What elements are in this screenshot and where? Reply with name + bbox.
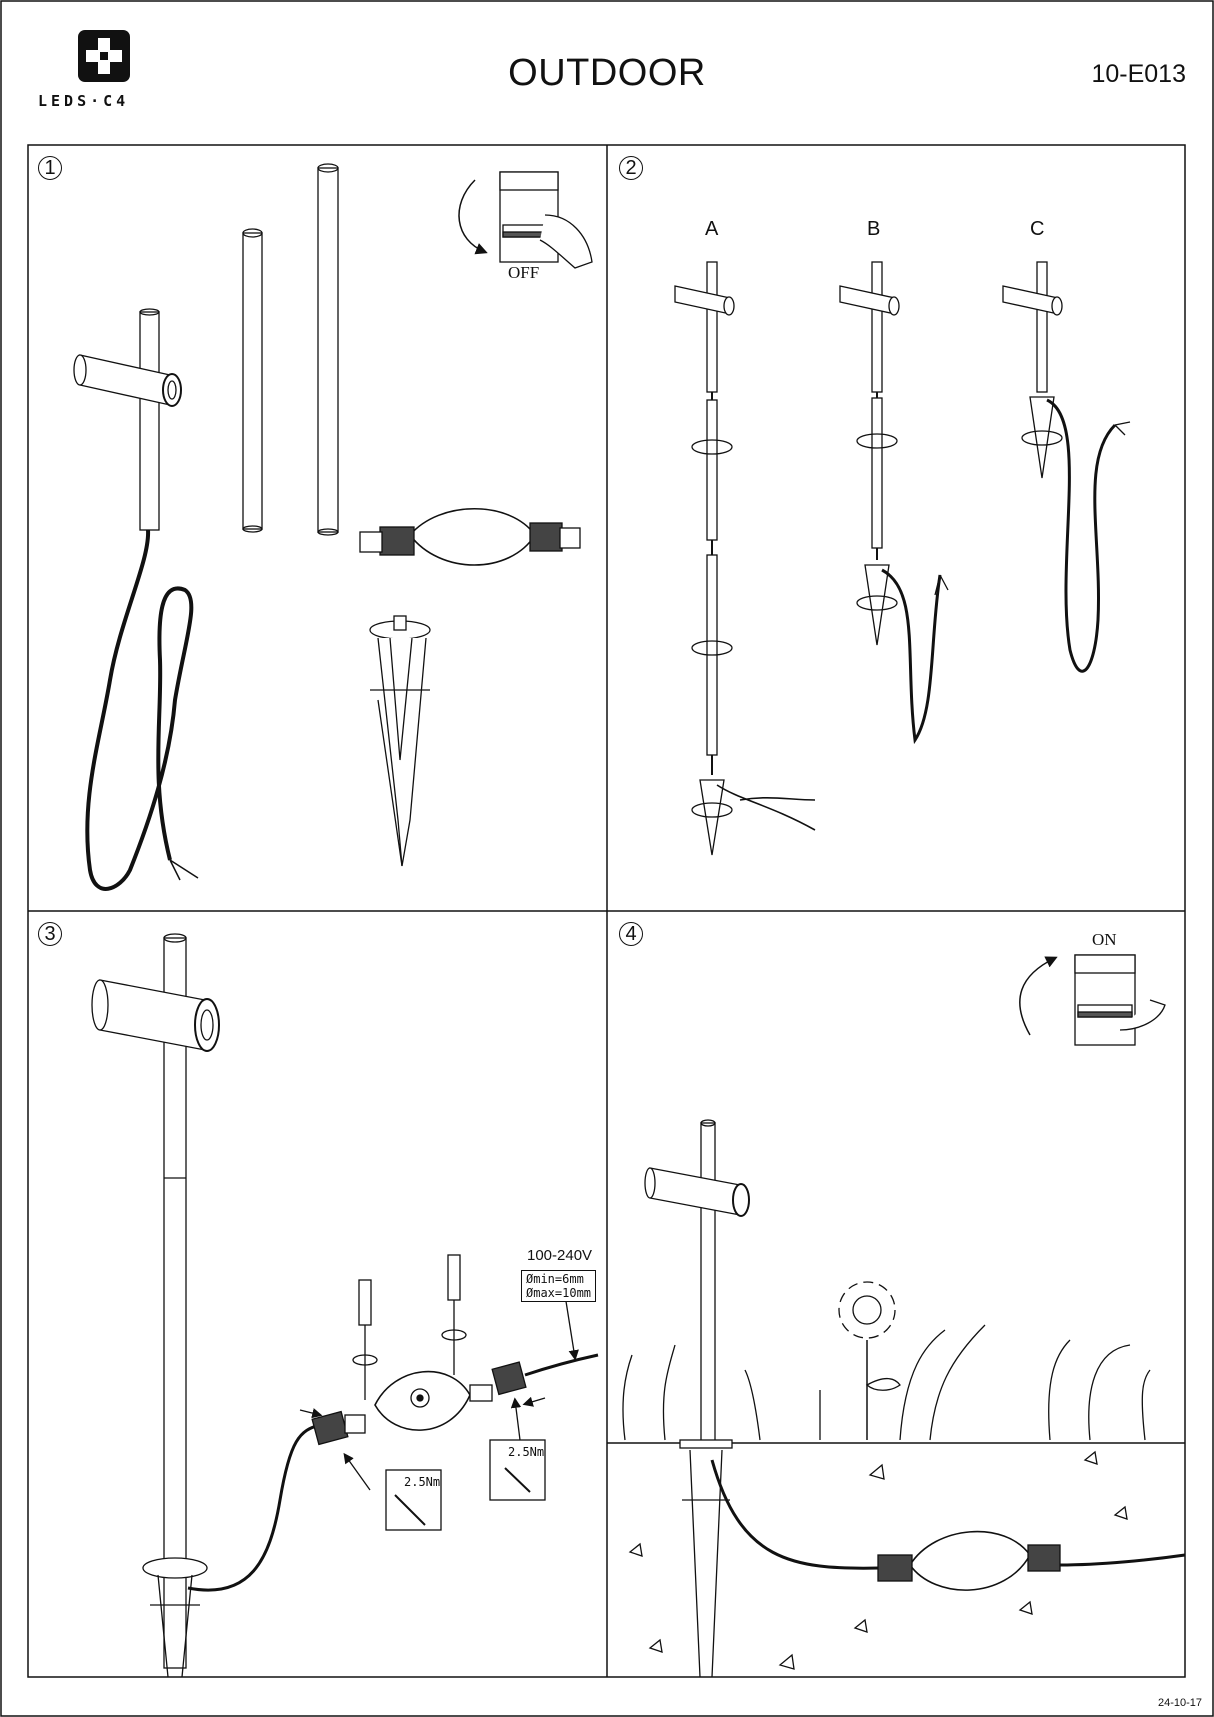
- switch-on-label: ON: [1092, 930, 1117, 949]
- step-2-number: 2: [619, 156, 643, 180]
- cable-min-label: Ømin=6mm: [526, 1272, 584, 1286]
- brand-name: LEDS·C4: [38, 92, 130, 110]
- torque-label-right: 2.5Nm: [508, 1445, 545, 1459]
- torque-label-left: 2.5Nm: [404, 1475, 441, 1489]
- panel-1-drawing: [73, 163, 593, 891]
- page-title: OUTDOOR: [508, 52, 706, 94]
- variant-c-label: C: [1030, 218, 1045, 240]
- voltage-label: 100-240V: [527, 1247, 593, 1264]
- step-4-number: 4: [619, 922, 643, 946]
- panel-4-drawing: [607, 954, 1186, 1678]
- step-1-number: 1: [38, 156, 62, 180]
- variant-b-label: B: [867, 218, 881, 240]
- model-code: 10-E013: [1091, 60, 1186, 88]
- panel-2-drawing: [674, 261, 1131, 856]
- panel-3-drawing: [91, 933, 599, 1678]
- switch-off-label: OFF: [508, 263, 540, 282]
- variant-a-label: A: [705, 218, 719, 240]
- cable-diameter-box: Ømin=6mm Ømax=10mm: [521, 1270, 597, 1302]
- cable-max-label: Ømax=10mm: [526, 1286, 592, 1300]
- logo-icon: [78, 30, 130, 82]
- step-3-number: 3: [38, 922, 62, 946]
- revision-date: 24-10-17: [1157, 1697, 1202, 1709]
